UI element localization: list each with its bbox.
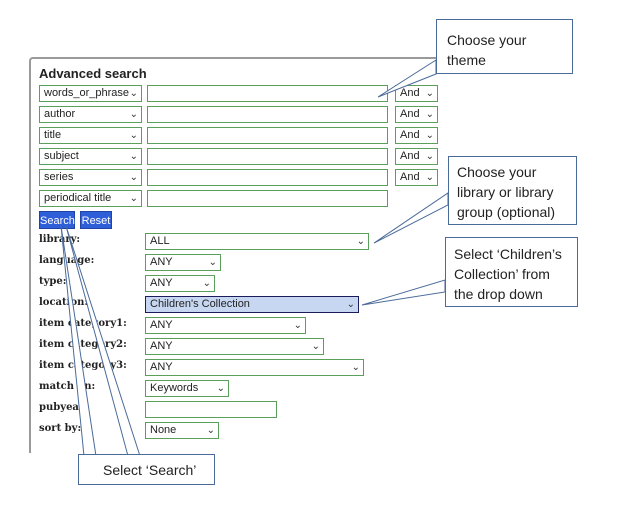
sort-by-label: sort by:: [39, 423, 82, 434]
match-on-select[interactable]: Keywords ⌄: [145, 380, 229, 397]
callout-library: Choose your library or library group (op…: [448, 156, 577, 225]
bool-select-label: And: [400, 87, 420, 99]
type-select[interactable]: ANY ⌄: [145, 275, 215, 292]
sort-by-select[interactable]: None ⌄: [145, 422, 219, 439]
library-select-value: ALL: [150, 235, 170, 247]
chevron-down-icon: ⌄: [356, 236, 365, 247]
chevron-down-icon: ⌄: [425, 88, 434, 99]
chevron-down-icon: ⌄: [129, 130, 138, 141]
reset-button[interactable]: Reset: [80, 211, 112, 229]
type-select-value: ANY: [150, 277, 173, 289]
chevron-down-icon: ⌄: [129, 109, 138, 120]
field-select-subject[interactable]: subject ⌄: [39, 148, 142, 165]
bool-select-1[interactable]: And ⌄: [395, 85, 438, 102]
chevron-down-icon: ⌄: [129, 88, 138, 99]
field-select-words[interactable]: words_or_phrase⌄: [39, 85, 142, 102]
field-select-label: periodical title: [44, 192, 112, 204]
chevron-down-icon: ⌄: [129, 151, 138, 162]
bool-select-label: And: [400, 171, 420, 183]
search-term-input-4[interactable]: [147, 148, 388, 165]
language-select-value: ANY: [150, 256, 173, 268]
match-on-value: Keywords: [150, 382, 199, 394]
library-label: library:: [39, 234, 81, 245]
item-category2-label: item category2:: [39, 339, 127, 350]
chevron-down-icon: ⌄: [216, 383, 225, 394]
item-category3-select[interactable]: ANY ⌄: [145, 359, 364, 376]
bool-select-label: And: [400, 129, 420, 141]
callout-search: Select ‘Search’: [78, 454, 215, 485]
location-select[interactable]: Children's Collection ⌄: [145, 296, 359, 313]
item-category1-select[interactable]: ANY ⌄: [145, 317, 306, 334]
bool-select-3[interactable]: And ⌄: [395, 127, 438, 144]
location-select-value: Children's Collection: [150, 298, 250, 310]
chevron-down-icon: ⌄: [208, 257, 217, 268]
pubyear-input[interactable]: [145, 401, 277, 418]
callout-theme: Choose your theme: [436, 19, 573, 74]
field-select-label: subject: [44, 150, 79, 162]
search-term-input-5[interactable]: [147, 169, 388, 186]
type-label: type:: [39, 276, 67, 287]
item-category1-label: item category1:: [39, 318, 127, 329]
chevron-down-icon: ⌄: [293, 320, 302, 331]
chevron-down-icon: ⌄: [206, 425, 215, 436]
search-term-input-3[interactable]: [147, 127, 388, 144]
chevron-down-icon: ⌄: [425, 130, 434, 141]
chevron-down-icon: ⌄: [311, 341, 320, 352]
search-term-input-6[interactable]: [147, 190, 388, 207]
field-select-label: title: [44, 129, 62, 141]
bool-select-2[interactable]: And ⌄: [395, 106, 438, 123]
match-on-label: match on:: [39, 381, 96, 392]
bool-select-4[interactable]: And ⌄: [395, 148, 438, 165]
location-label: location:: [39, 297, 89, 308]
chevron-down-icon: ⌄: [129, 193, 138, 204]
pubyear-label: pubyear:: [39, 402, 88, 413]
field-select-label: author: [44, 108, 76, 120]
library-select[interactable]: ALL ⌄: [145, 233, 369, 250]
search-button[interactable]: Search: [39, 211, 75, 229]
advanced-search-panel: [29, 57, 441, 453]
chevron-down-icon: ⌄: [425, 109, 434, 120]
chevron-down-icon: ⌄: [351, 362, 360, 373]
sort-by-value: None: [150, 424, 177, 436]
search-term-input-2[interactable]: [147, 106, 388, 123]
callout-childrens-collection: Select ‘Children’s Collection’ from the …: [445, 237, 578, 307]
field-select-author[interactable]: author ⌄: [39, 106, 142, 123]
item-category3-value: ANY: [150, 361, 173, 373]
bool-select-label: And: [400, 150, 420, 162]
field-select-label: words_or_phrase: [44, 87, 129, 99]
item-category2-select[interactable]: ANY ⌄: [145, 338, 324, 355]
bool-select-5[interactable]: And ⌄: [395, 169, 438, 186]
bool-select-label: And: [400, 108, 420, 120]
page-title: Advanced search: [39, 66, 147, 81]
chevron-down-icon: ⌄: [425, 151, 434, 162]
item-category2-value: ANY: [150, 340, 173, 352]
item-category3-label: item category3:: [39, 360, 127, 371]
field-select-label: series: [44, 171, 74, 183]
field-select-series[interactable]: series ⌄: [39, 169, 142, 186]
chevron-down-icon: ⌄: [129, 172, 138, 183]
field-select-periodical[interactable]: periodical title ⌄: [39, 190, 142, 207]
field-select-title[interactable]: title ⌄: [39, 127, 142, 144]
language-select[interactable]: ANY ⌄: [145, 254, 221, 271]
chevron-down-icon: ⌄: [425, 172, 434, 183]
item-category1-value: ANY: [150, 319, 173, 331]
chevron-down-icon: ⌄: [346, 299, 355, 310]
chevron-down-icon: ⌄: [202, 278, 211, 289]
